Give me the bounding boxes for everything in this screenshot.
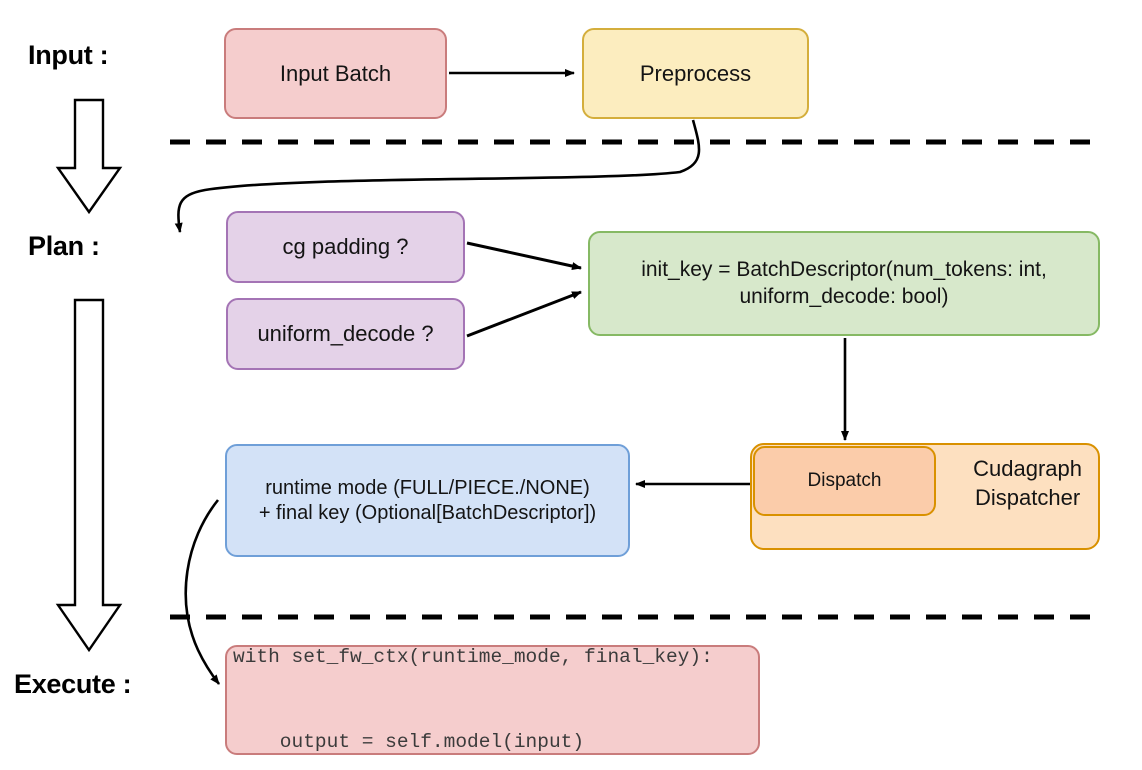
stage-label-execute: Execute : xyxy=(14,669,132,699)
node-code-text: with set_fw_ctx(runtime_mode, final_key)… xyxy=(233,587,713,770)
node-input-batch[interactable]: Input Batch xyxy=(224,28,447,119)
plan-to-execute-big-arrow xyxy=(55,298,123,653)
node-runtime-mode-text: runtime mode (FULL/PIECE./NONE) + final … xyxy=(259,476,596,526)
node-runtime-mode[interactable]: runtime mode (FULL/PIECE./NONE) + final … xyxy=(225,444,630,557)
node-input-batch-label: Input Batch xyxy=(279,60,392,86)
node-cudagraph-dispatcher-line-1: Cudagraph xyxy=(973,456,1082,481)
node-cg-padding[interactable]: cg padding ? xyxy=(226,211,465,283)
node-batch-descriptor-text: init_key = BatchDescriptor(num_tokens: i… xyxy=(641,257,1047,310)
node-cg-padding-label: cg padding ? xyxy=(282,234,409,260)
node-code-line-1: with set_fw_ctx(runtime_mode, final_key)… xyxy=(233,646,713,669)
node-batch-descriptor[interactable]: init_key = BatchDescriptor(num_tokens: i… xyxy=(588,231,1100,336)
node-dispatch-label: Dispatch xyxy=(807,470,882,492)
node-preprocess[interactable]: Preprocess xyxy=(582,28,809,119)
arrow-uniform-decode-to-batch-descriptor xyxy=(466,290,582,338)
node-dispatch[interactable]: Dispatch xyxy=(753,446,936,516)
arrow-cg-padding-to-batch-descriptor xyxy=(466,241,582,270)
node-runtime-mode-line-2: + final key (Optional[BatchDescriptor]) xyxy=(258,501,597,524)
node-uniform-decode-label: uniform_decode ? xyxy=(257,321,434,347)
arrow-runtime-mode-to-code xyxy=(184,499,221,685)
node-code-line-2: output = self.model(input) xyxy=(233,731,585,754)
node-cudagraph-dispatcher-text: Cudagraph Dispatcher xyxy=(973,455,1082,512)
node-uniform-decode[interactable]: uniform_decode ? xyxy=(226,298,465,370)
stage-label-input: Input : xyxy=(28,40,109,70)
stage-label-plan: Plan : xyxy=(28,231,100,261)
node-batch-descriptor-line-1: init_key = BatchDescriptor(num_tokens: i… xyxy=(641,258,1047,282)
node-batch-descriptor-line-2: uniform_decode: bool) xyxy=(739,284,949,308)
node-preprocess-label: Preprocess xyxy=(639,60,752,86)
node-runtime-mode-line-1: runtime mode (FULL/PIECE./NONE) xyxy=(265,476,590,499)
input-to-plan-big-arrow xyxy=(55,98,123,215)
node-code-snippet[interactable]: with set_fw_ctx(runtime_mode, final_key)… xyxy=(225,645,760,755)
node-cudagraph-dispatcher-line-2: Dispatcher xyxy=(974,484,1081,510)
